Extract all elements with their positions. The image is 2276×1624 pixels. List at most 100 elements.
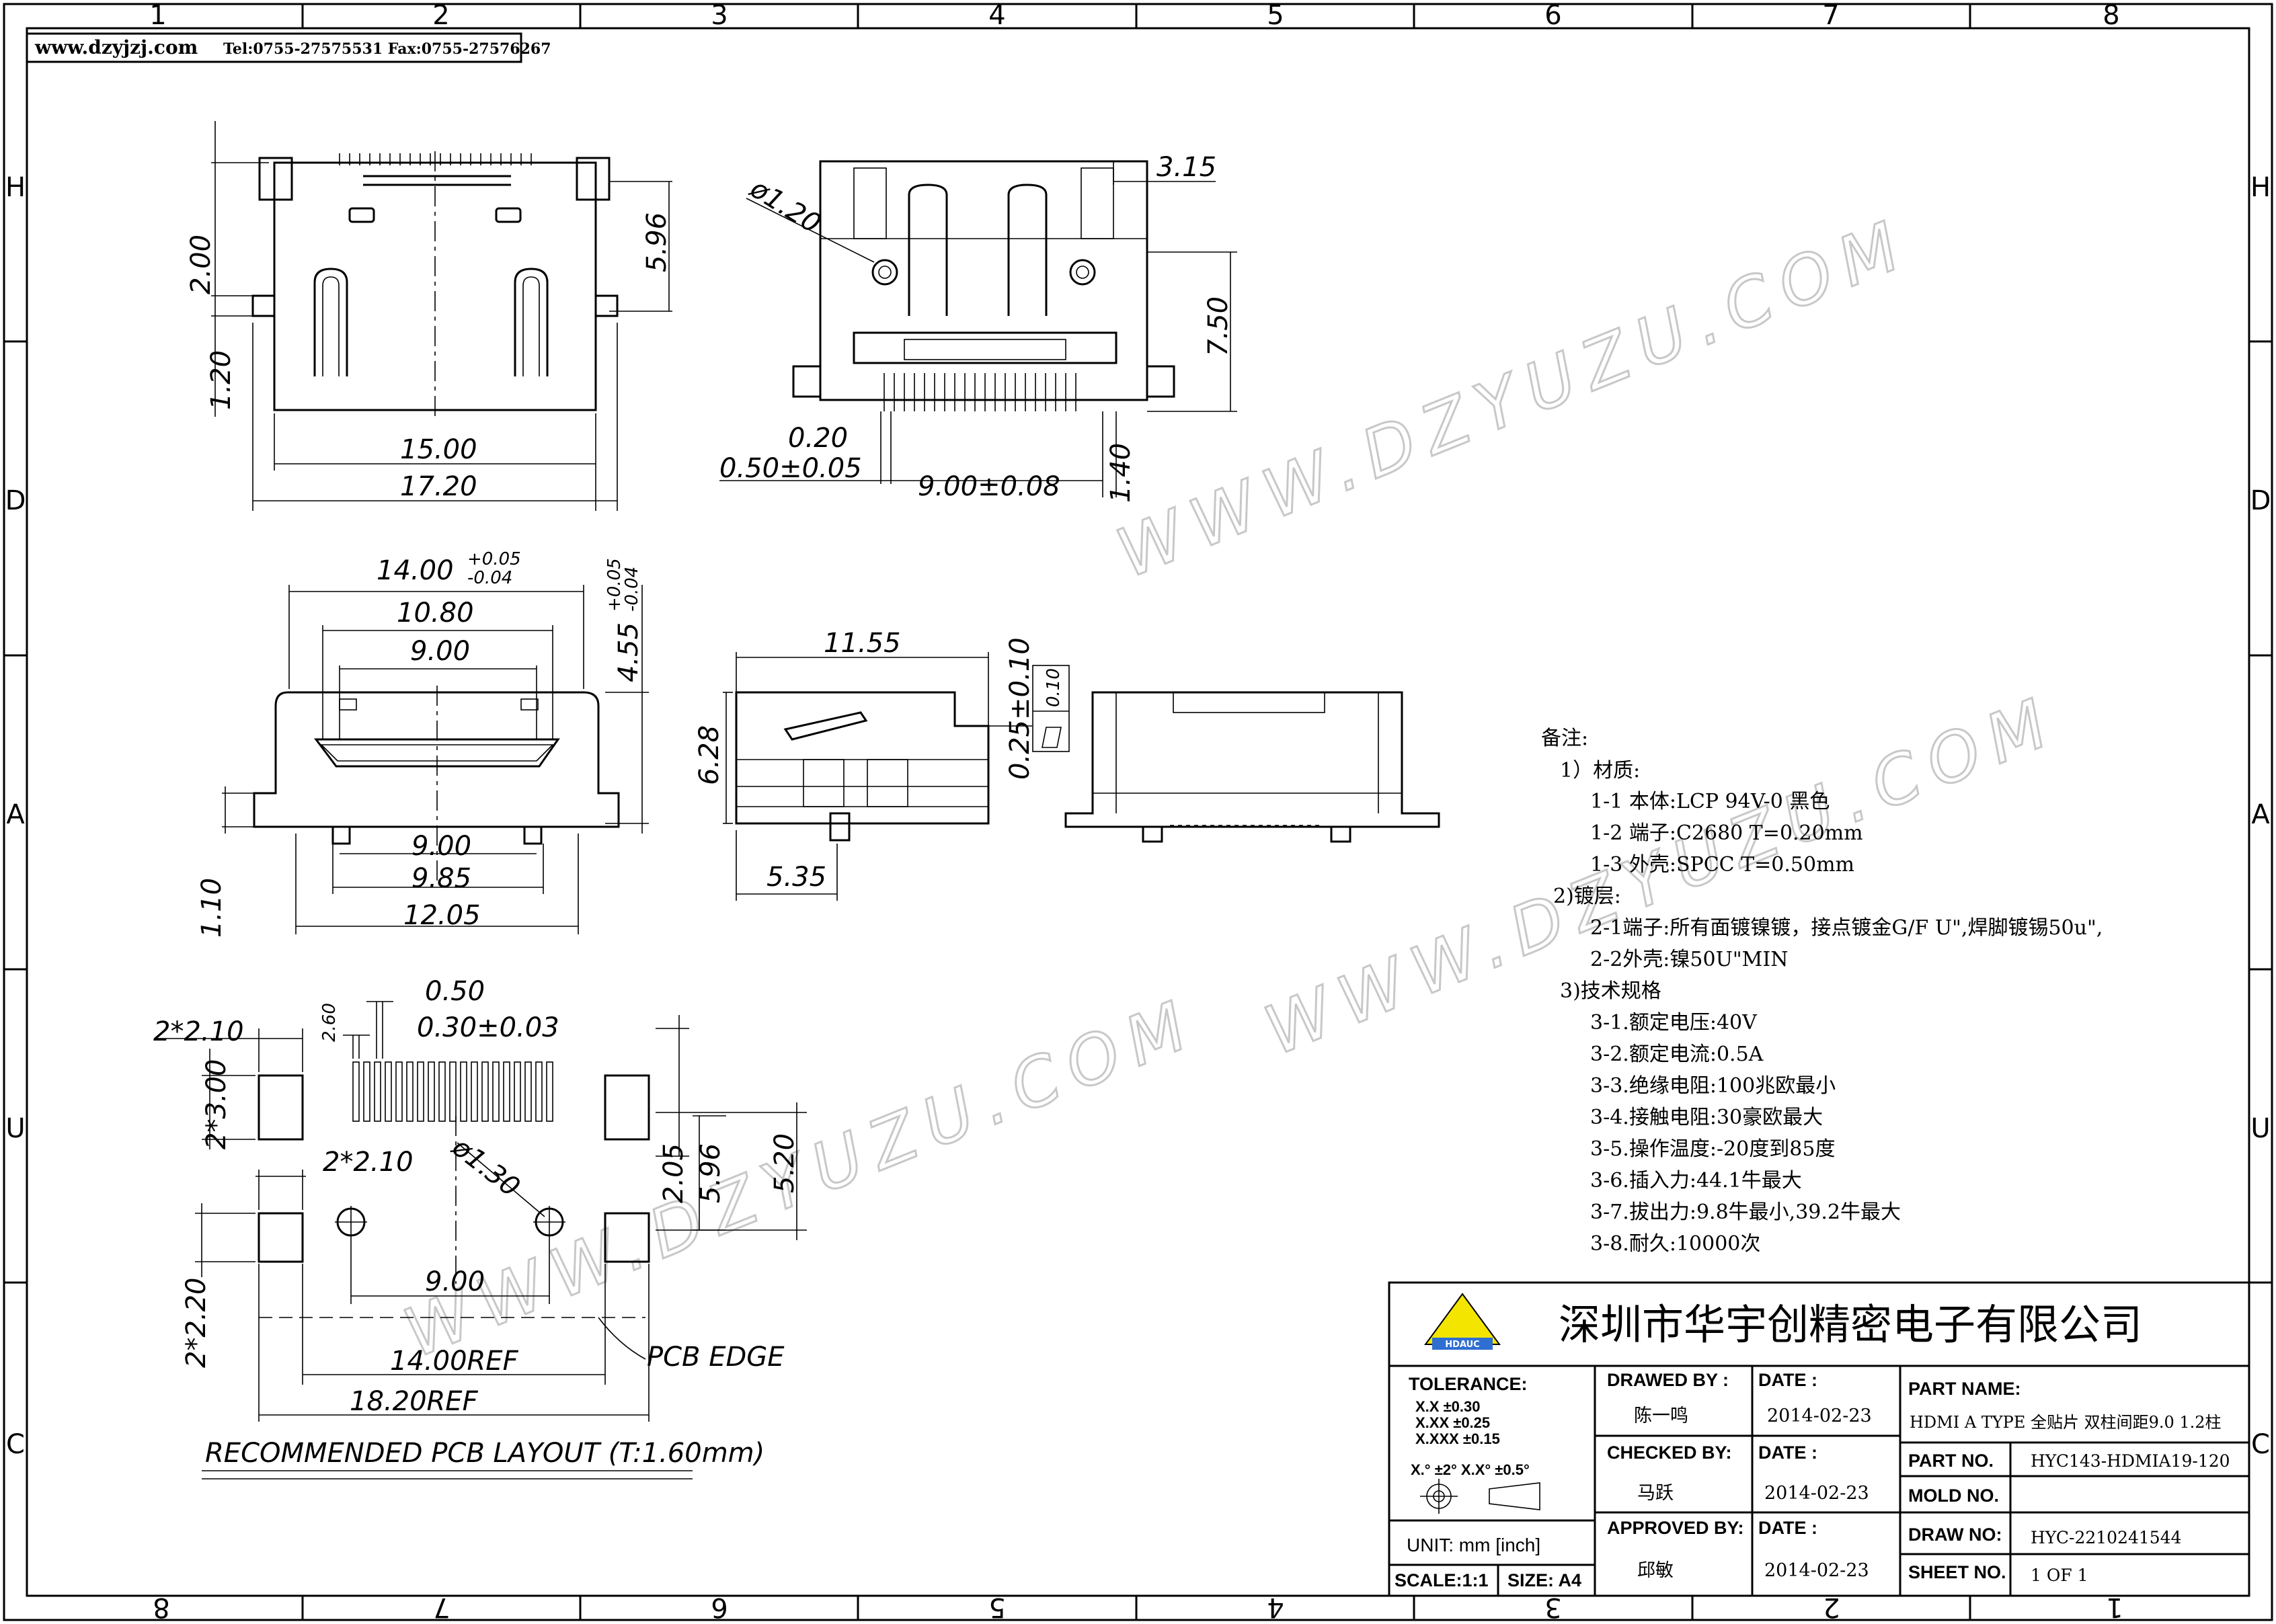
part-name-label: PART NAME:: [1908, 1379, 2020, 1399]
grid-left-a: A: [6, 799, 25, 830]
grid-right-a: A: [2251, 799, 2270, 830]
grid-bottom-3: 3: [1544, 1592, 1561, 1623]
grid-bottom-6: 6: [711, 1592, 728, 1623]
grid-top-3: 3: [711, 0, 728, 31]
dim-18-20ref: 18.20REF: [350, 1386, 479, 1417]
dim-1-40: 1.40: [1105, 443, 1136, 503]
dim-2-00: 2.00: [186, 235, 217, 294]
drawed-by-label: DRAWED BY :: [1607, 1370, 1729, 1390]
tolerance-2: X.XX ±0.25: [1415, 1414, 1490, 1431]
company-logo: HDAUC: [1424, 1293, 1501, 1350]
note-line-3: 1-2 端子:C2680 T=0.20mm: [1590, 821, 1863, 845]
grid-right-h: H: [2250, 172, 2271, 203]
mold-no-label: MOLD NO.: [1908, 1486, 1999, 1506]
date-1: 2014-02-23: [1767, 1406, 1872, 1426]
dim-dia-1-30: ø1.30: [446, 1131, 526, 1203]
note-line-14: 3-6.插入力:44.1牛最大: [1590, 1169, 1802, 1192]
grid-left-h: H: [5, 172, 26, 203]
dim-9-85: 9.85: [411, 863, 471, 894]
dim-9-00-pcb: 9.00: [425, 1266, 485, 1297]
pcb-caption: RECOMMENDED PCB LAYOUT (T:1.60mm): [205, 1438, 764, 1469]
tolerance-label: TOLERANCE:: [1409, 1374, 1528, 1394]
header-contact: Tel:0755-27575531 Fax:0755-27576267: [223, 40, 551, 58]
note-line-12: 3-4.接触电阻:30豪欧最大: [1590, 1106, 1823, 1129]
dim-10-80: 10.80: [397, 598, 474, 628]
grid-bottom-5: 5: [988, 1592, 1005, 1623]
grid-ticks: [4, 4, 2272, 1620]
header-contact-box: www.dzyjzj.com Tel:0755-27575531 Fax:075…: [26, 32, 551, 63]
dim-14-00: 14.00: [377, 555, 454, 586]
dim-5-35: 5.35: [767, 862, 826, 893]
grid-top-6: 6: [1544, 0, 1561, 31]
note-line-11: 3-3.绝缘电阻:100兆欧最小: [1590, 1074, 1836, 1098]
dim-1-20: 1.20: [206, 350, 237, 410]
dim-11-55: 11.55: [824, 628, 901, 659]
dim-0-25: 0.25±0.10: [1005, 637, 1035, 780]
note-line-7: 2-2外壳:镍50U"MIN: [1590, 948, 1789, 971]
grid-top-1: 1: [149, 0, 166, 31]
watermarks: WWW.DZYUZU.COM WWW.DZYUZU.COM WWW.DZYUZU…: [393, 202, 2070, 1374]
date-2: 2014-02-23: [1764, 1483, 1869, 1504]
tolerance-3: X.XXX ±0.15: [1415, 1430, 1500, 1447]
pcb-layout: 2*2.10 2*3.00 0.50 0.30±0.03 2.60 ø1.30 …: [153, 976, 807, 1479]
dim-2x2-10-bottom: 2*2.10: [323, 1147, 414, 1178]
dim-0-30: 0.30±0.03: [417, 1012, 559, 1043]
side-view: ø1.20 3.15 7.50 0.20 0.50±0.05 9.00±0.08…: [719, 152, 1237, 503]
front-view: 14.00 +0.05 -0.04 10.80 9.00 4.55 +0.05 …: [196, 549, 649, 938]
draw-no-value: HYC-2210241544: [2031, 1528, 2182, 1547]
profile-view: 11.55 6.28 5.35 0.25±0.10 0.10: [694, 628, 1070, 901]
grid-bottom-7: 7: [433, 1592, 450, 1623]
dim-0-50: 0.50±0.05: [719, 453, 862, 484]
grid-bottom-8: 8: [153, 1592, 169, 1623]
dim-2-05: 2.05: [658, 1143, 689, 1203]
scale-label: SCALE:1:1: [1395, 1570, 1489, 1590]
note-line-10: 3-2.额定电流:0.5A: [1590, 1043, 1764, 1066]
watermark-1: WWW.DZYUZU.COM: [1106, 203, 1921, 594]
projection-symbol: [1420, 1479, 1540, 1514]
part-name-value: HDMI A TYPE 全贴片 双柱间距9.0 1.2柱: [1910, 1413, 2222, 1432]
approved-by-label: APPROVED BY:: [1607, 1518, 1744, 1538]
dim-7-50: 7.50: [1203, 296, 1234, 356]
note-line-1: 1）材质:: [1560, 759, 1640, 782]
dim-9-00-bottom: 9.00: [411, 831, 471, 862]
dim-0-50-pitch: 0.50: [425, 976, 485, 1007]
note-line-5: 2)镀层:: [1553, 885, 1621, 908]
title-block: HDAUC 深圳市华宇创精密电子有限公司 TOLERANCE: X.X ±0.3…: [1388, 1281, 2250, 1597]
grid-labels: 1 2 3 4 5 6 7 8 H D A U C H D A U C 8 7 …: [5, 0, 2271, 1623]
note-line-15: 3-7.拔出力:9.8牛最小,39.2牛最大: [1590, 1201, 1901, 1224]
checked-by-value: 马跃: [1637, 1483, 1674, 1504]
note-line-16: 3-8.耐久:10000次: [1590, 1232, 1760, 1256]
pcb-pad-tr: [604, 1074, 650, 1141]
dim-14-00-minus: -0.04: [467, 568, 512, 588]
pcb-signal-pads: [352, 1061, 553, 1122]
header-website: www.dzyjzj.com: [34, 36, 198, 58]
sheet-no-value: 1 OF 1: [2031, 1566, 2088, 1585]
dim-3-15: 3.15: [1156, 152, 1216, 183]
grid-bottom-2: 2: [1823, 1592, 1840, 1623]
dim-2-60: 2.60: [319, 1003, 340, 1042]
date-label-2: DATE :: [1758, 1443, 1817, 1463]
note-line-9: 3-1.额定电压:40V: [1590, 1011, 1758, 1034]
company-name: 深圳市华宇创精密电子有限公司: [1559, 1300, 2142, 1349]
grid-top-8: 8: [2103, 0, 2119, 31]
dim-14-00-plus: +0.05: [467, 549, 521, 569]
dim-dia-1-20: ø1.20: [744, 173, 826, 240]
pcb-edge-label: PCB EDGE: [647, 1342, 785, 1373]
pcb-pad-br: [604, 1212, 650, 1263]
note-line-4: 1-3 外壳:SPCC T=0.50mm: [1590, 853, 1854, 877]
grid-right-c: C: [2251, 1429, 2270, 1460]
dim-0-10: 0.10: [1044, 668, 1064, 707]
grid-top-2: 2: [432, 0, 449, 31]
checked-by-label: CHECKED BY:: [1607, 1443, 1732, 1463]
dim-9-00-front: 9.00: [410, 636, 470, 667]
part-no-value: HYC143-HDMIA19-120: [2031, 1451, 2230, 1471]
sheet-no-label: SHEET NO.: [1908, 1562, 2006, 1582]
part-no-label: PART NO.: [1908, 1451, 1994, 1471]
approved-by-value: 邱敏: [1637, 1560, 1674, 1581]
dim-1-10: 1.10: [196, 878, 227, 938]
dim-9-00-08: 9.00±0.08: [918, 471, 1060, 502]
grid-bottom-1: 1: [2106, 1592, 2123, 1623]
grid-top-5: 5: [1267, 0, 1284, 31]
dim-2x2-10-top: 2*2.10: [153, 1016, 244, 1047]
